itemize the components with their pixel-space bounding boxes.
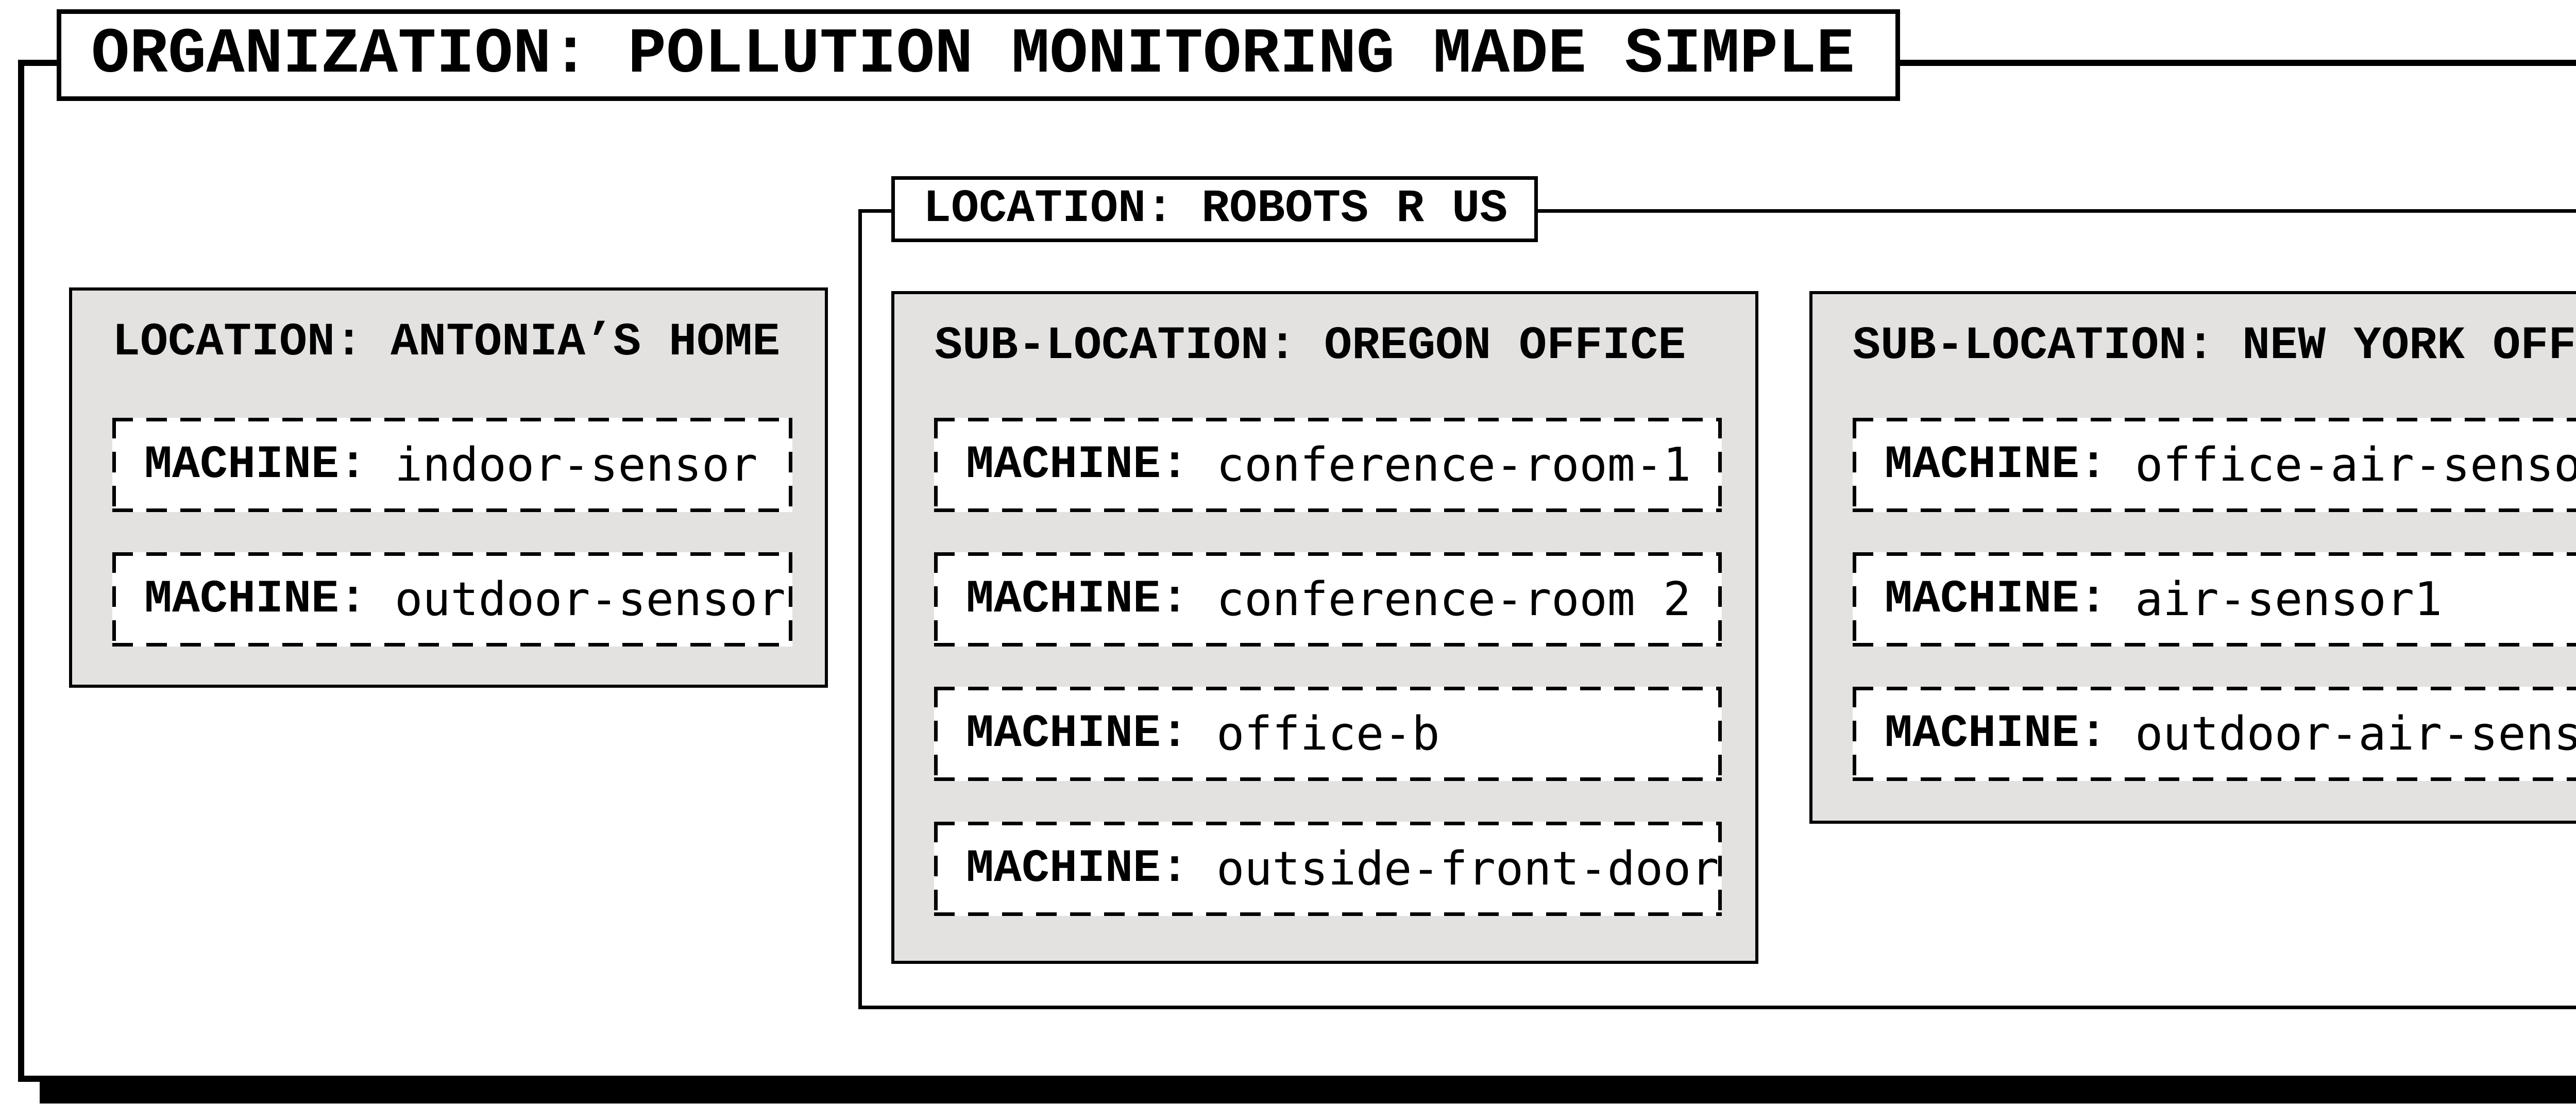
machine-prefix: MACHINE: [966, 573, 1189, 626]
machine-name: indoor-sensor [395, 438, 758, 492]
machine-row-conference-room-2: MACHINE: conference-room 2 [934, 552, 1722, 647]
organization-title: ORGANIZATION: POLLUTION MONITORING MADE … [91, 19, 1855, 91]
location-label-antonias-home: LOCATION: ANTONIA’S HOME [112, 316, 781, 369]
machine-name: outdoor-air-sensor [2135, 707, 2576, 761]
location-box-antonias-home: LOCATION: ANTONIA’S HOME MACHINE: indoor… [69, 287, 828, 688]
machine-name: office-b [1216, 707, 1440, 761]
machine-name: outside-front-door [1216, 842, 1719, 896]
machine-row-outdoor-sensor: MACHINE: outdoor-sensor [112, 552, 792, 647]
machine-row-office-b: MACHINE: office-b [934, 687, 1722, 781]
location-label-robots-r-us: LOCATION: ROBOTS R US [923, 183, 1508, 235]
machine-name: conference-room-1 [1216, 438, 1691, 492]
sublocation-box-oregon-office: SUB-LOCATION: OREGON OFFICE MACHINE: con… [891, 291, 1758, 964]
machine-prefix: MACHINE: [144, 438, 367, 491]
sublocation-label-oregon-office: SUB-LOCATION: OREGON OFFICE [935, 320, 1686, 372]
machine-prefix: MACHINE: [1885, 438, 2108, 491]
machine-row-office-air-sensor: MACHINE: office-air-sensor [1853, 418, 2576, 512]
sublocation-label-new-york-office: SUB-LOCATION: NEW YORK OFFICE [1853, 320, 2576, 372]
machine-prefix: MACHINE: [1885, 573, 2108, 626]
machine-name: outdoor-sensor [395, 572, 786, 626]
machine-prefix: MACHINE: [144, 573, 367, 626]
machine-prefix: MACHINE: [966, 438, 1189, 491]
machine-row-conference-room-1: MACHINE: conference-room-1 [934, 418, 1722, 512]
machine-prefix: MACHINE: [966, 842, 1189, 895]
machine-name: conference-room 2 [1216, 572, 1691, 626]
location-label-box-robots-r-us: LOCATION: ROBOTS R US [891, 176, 1538, 242]
machine-row-outdoor-air-sensor: MACHINE: outdoor-air-sensor [1853, 687, 2576, 781]
machine-prefix: MACHINE: [966, 707, 1189, 760]
machine-row-outside-front-door: MACHINE: outside-front-door [934, 822, 1722, 916]
machine-row-air-sensor1: MACHINE: air-sensor1 [1853, 552, 2576, 647]
organization-title-box: ORGANIZATION: POLLUTION MONITORING MADE … [57, 9, 1900, 101]
machine-name: air-sensor1 [2135, 572, 2443, 626]
machine-name: office-air-sensor [2135, 438, 2576, 492]
sublocation-box-new-york-office: SUB-LOCATION: NEW YORK OFFICE MACHINE: o… [1809, 291, 2576, 824]
machine-row-indoor-sensor: MACHINE: indoor-sensor [112, 418, 792, 512]
machine-prefix: MACHINE: [1885, 707, 2108, 760]
